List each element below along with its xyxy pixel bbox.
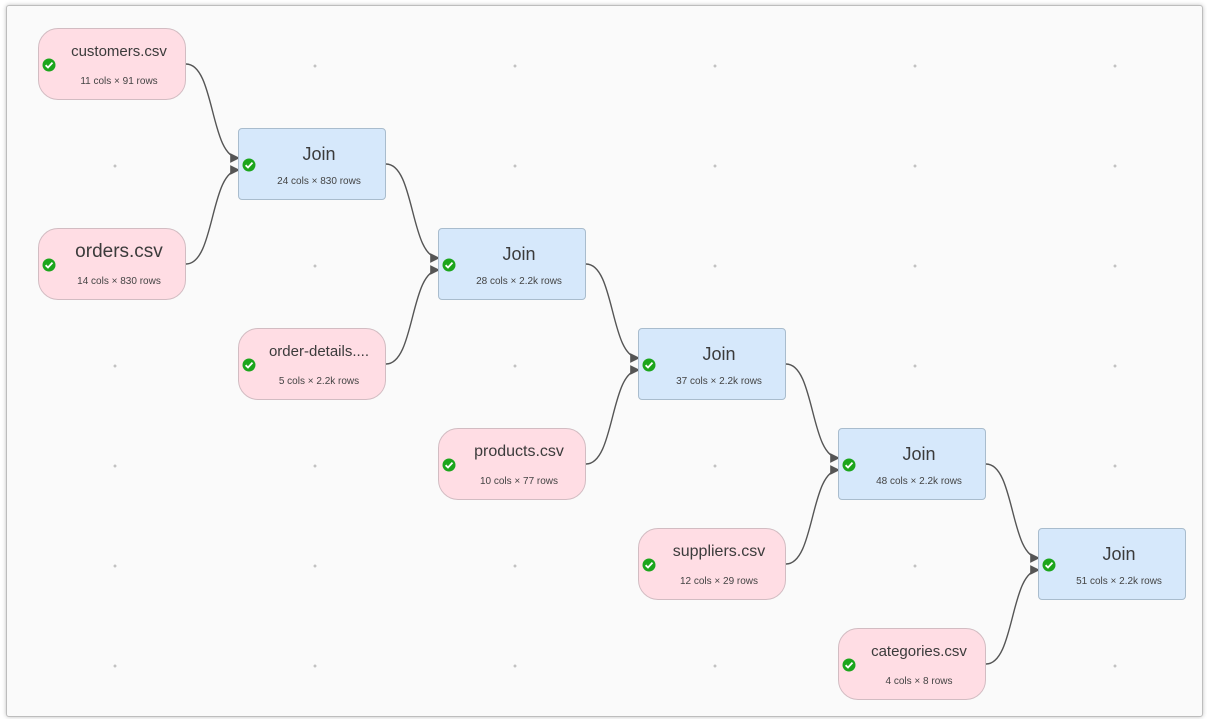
workflow-canvas[interactable]: [6, 5, 1203, 717]
node-meta: 4 cols × 8 rows: [885, 676, 953, 687]
check-circle-icon: [842, 458, 856, 472]
node-order-details-csv[interactable]: order-details.... 5 cols × 2.2k rows: [238, 328, 386, 400]
node-title: products.csv: [474, 443, 564, 460]
check-circle-icon: [42, 258, 56, 272]
node-categories-csv[interactable]: categories.csv 4 cols × 8 rows: [838, 628, 986, 700]
node-meta: 5 cols × 2.2k rows: [278, 376, 360, 387]
node-title: order-details....: [268, 343, 370, 360]
check-circle-icon: [1042, 558, 1056, 572]
node-customers-csv[interactable]: customers.csv 11 cols × 91 rows: [38, 28, 186, 100]
node-join-2[interactable]: Join 28 cols × 2.2k rows: [438, 228, 586, 300]
node-meta: 51 cols × 2.2k rows: [1076, 576, 1162, 587]
node-meta: 14 cols × 830 rows: [77, 276, 161, 287]
node-products-csv[interactable]: products.csv 10 cols × 77 rows: [438, 428, 586, 500]
node-meta: 37 cols × 2.2k rows: [676, 376, 762, 387]
check-circle-icon: [442, 458, 456, 472]
node-meta: 24 cols × 830 rows: [277, 176, 361, 187]
node-title: customers.csv: [71, 43, 167, 60]
node-orders-csv[interactable]: orders.csv 14 cols × 830 rows: [38, 228, 186, 300]
check-circle-icon: [242, 358, 256, 372]
node-meta: 10 cols × 77 rows: [479, 476, 559, 487]
check-circle-icon: [642, 358, 656, 372]
check-circle-icon: [42, 58, 56, 72]
node-join-1[interactable]: Join 24 cols × 830 rows: [238, 128, 386, 200]
check-circle-icon: [842, 658, 856, 672]
node-suppliers-csv[interactable]: suppliers.csv 12 cols × 29 rows: [638, 528, 786, 600]
node-meta: 11 cols × 91 rows: [80, 76, 158, 87]
node-title: suppliers.csv: [672, 543, 766, 560]
node-meta: 12 cols × 29 rows: [679, 576, 759, 587]
node-join-3[interactable]: Join 37 cols × 2.2k rows: [638, 328, 786, 400]
node-meta: 48 cols × 2.2k rows: [876, 476, 962, 487]
check-circle-icon: [642, 558, 656, 572]
node-meta: 28 cols × 2.2k rows: [476, 276, 562, 287]
node-title: Join: [502, 244, 536, 264]
node-title: Join: [902, 444, 936, 464]
node-title: Join: [702, 344, 736, 364]
node-title: Join: [1102, 544, 1136, 564]
check-circle-icon: [442, 258, 456, 272]
node-title: Join: [302, 144, 336, 164]
node-title: categories.csv: [871, 643, 967, 660]
check-circle-icon: [242, 158, 256, 172]
node-join-5[interactable]: Join 51 cols × 2.2k rows: [1038, 528, 1186, 600]
node-join-4[interactable]: Join 48 cols × 2.2k rows: [838, 428, 986, 500]
node-title: orders.csv: [75, 241, 163, 262]
